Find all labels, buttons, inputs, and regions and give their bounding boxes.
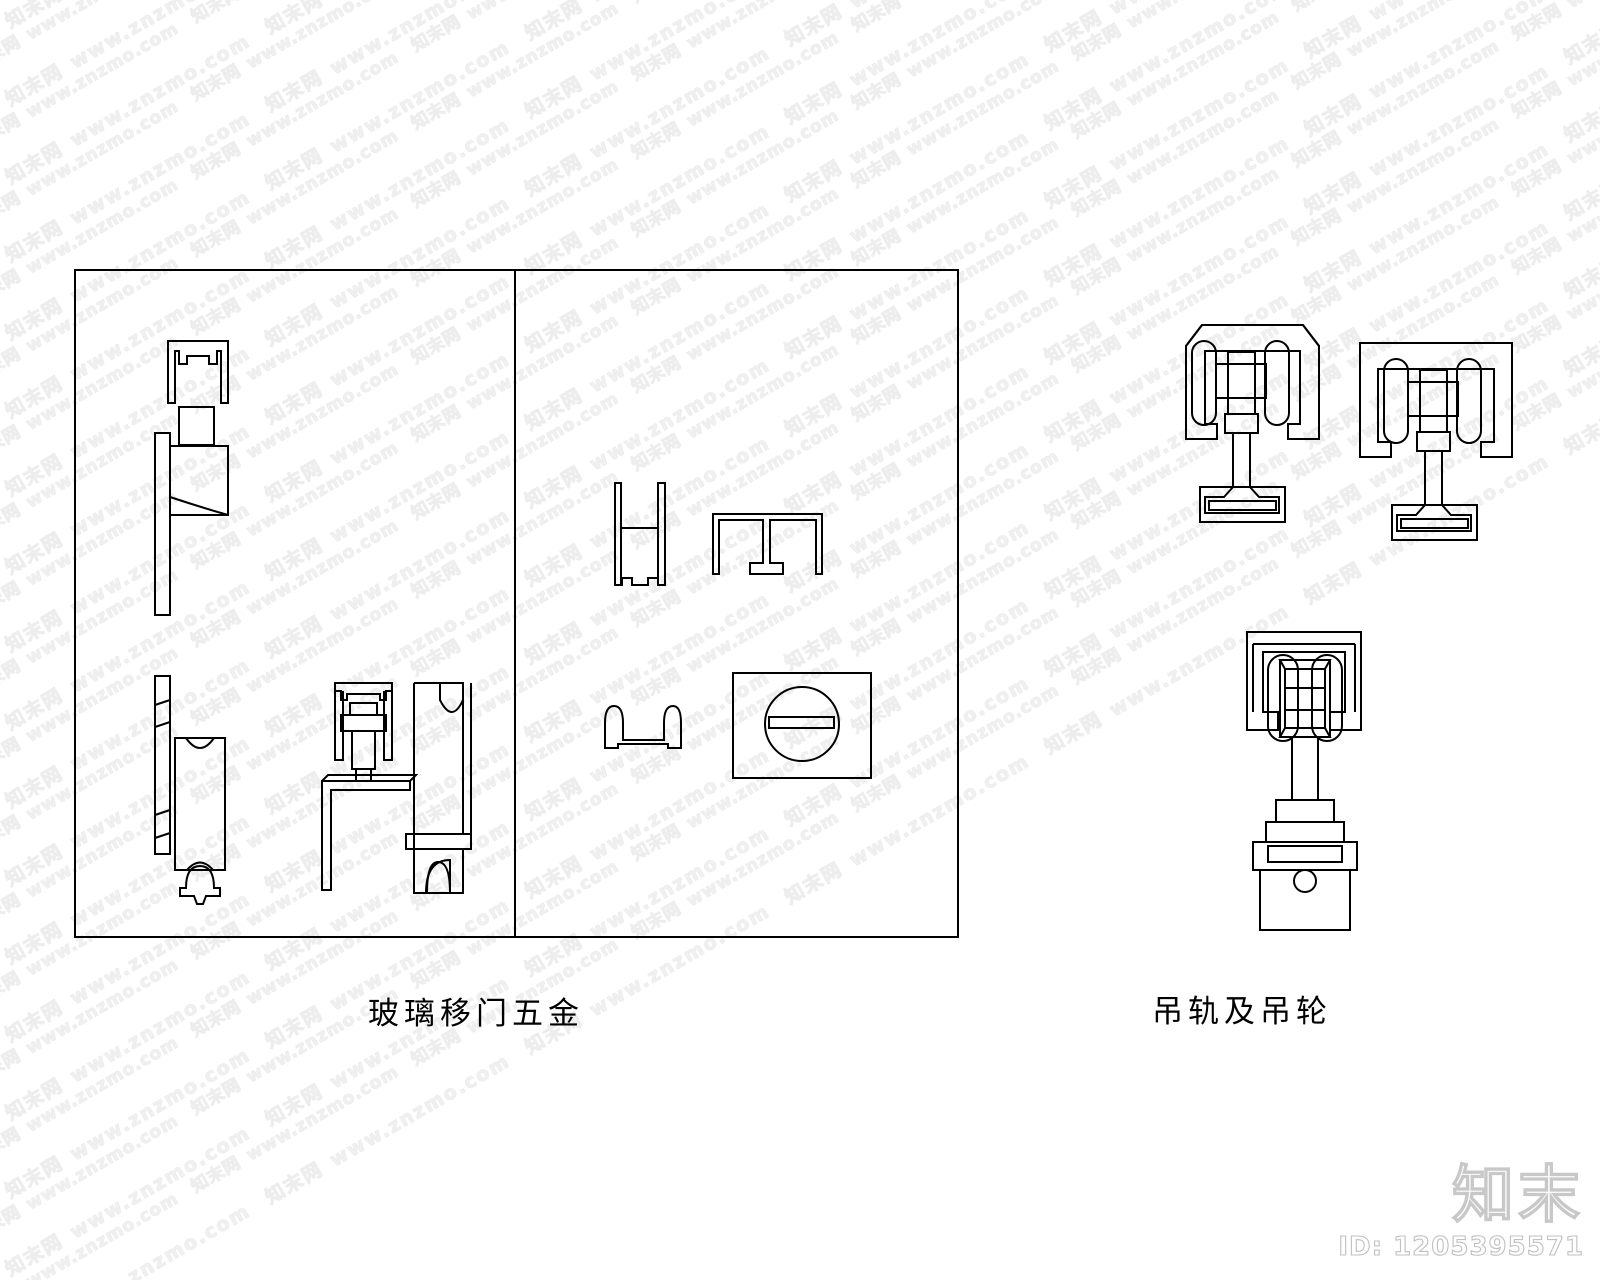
tapered-wedge-bracket — [169, 445, 229, 516]
caption-right-panel: 吊轨及吊轮 — [1152, 994, 1332, 1030]
h-section-mullion-profile — [614, 482, 666, 586]
inverted-u-bracket — [712, 513, 823, 575]
hanger-bolt — [340, 702, 387, 782]
frame-outer — [74, 269, 959, 938]
door-stop-block — [178, 406, 215, 446]
top-track-profile-section — [167, 340, 229, 404]
vertical-glass-panel-upper — [154, 432, 171, 616]
znzmo-logo: 知末 — [1451, 1158, 1584, 1231]
heavy-duty-roller-assembly — [1246, 631, 1362, 931]
vertical-glass-panel-lower — [154, 675, 171, 855]
floor-guide-clip — [604, 704, 682, 749]
hanger-bracket-track — [334, 682, 393, 761]
drawing-id-label: ID: 1205395571 — [1338, 1231, 1584, 1262]
hanger-roller-assembly-front — [1185, 324, 1320, 523]
roller-pin-cap — [179, 864, 221, 905]
caption-left-panel: 玻璃移门五金 — [368, 996, 584, 1032]
brand-block: 知末 ID: 1205395571 — [1338, 1158, 1584, 1263]
grooved-roller-wheel — [174, 737, 226, 871]
hanger-roller-assembly-side — [1359, 342, 1513, 541]
guide-channel-profile — [405, 682, 472, 894]
l-shaped-bracket — [321, 774, 419, 891]
rotary-lock-plate — [732, 672, 872, 779]
